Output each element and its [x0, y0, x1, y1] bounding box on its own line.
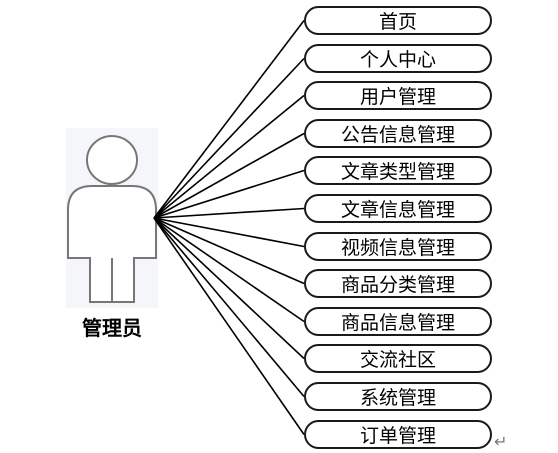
connector-line	[153, 132, 305, 219]
function-node: 文章信息管理	[304, 194, 492, 223]
function-node: 公告信息管理	[304, 119, 492, 148]
actor-figure	[67, 135, 157, 303]
paragraph-mark: ↵	[494, 432, 508, 451]
connector-line	[153, 217, 305, 285]
connector-line	[153, 217, 305, 248]
function-node: 交流社区	[304, 344, 492, 373]
function-node: 用户管理	[304, 81, 492, 110]
connector-line	[153, 217, 305, 323]
connector-line	[153, 57, 305, 219]
function-node: 系统管理	[304, 382, 492, 411]
connector-line	[153, 217, 305, 360]
connector-lines	[153, 20, 305, 435]
connector-line	[153, 217, 305, 435]
function-node: 商品分类管理	[304, 269, 492, 298]
actor-label: 管理员	[82, 316, 142, 340]
connector-line	[153, 207, 305, 219]
actor-head	[86, 135, 138, 185]
connector-line	[153, 20, 305, 219]
function-node: 订单管理	[304, 420, 492, 449]
actor-body	[67, 185, 157, 303]
connector-line	[153, 169, 305, 219]
function-node: 视频信息管理	[304, 232, 492, 261]
function-node: 文章类型管理	[304, 156, 492, 185]
function-node: 个人中心	[304, 44, 492, 73]
function-node: 首页	[304, 6, 492, 35]
connector-line	[153, 94, 305, 219]
connector-line	[153, 217, 305, 398]
function-node: 商品信息管理	[304, 307, 492, 336]
